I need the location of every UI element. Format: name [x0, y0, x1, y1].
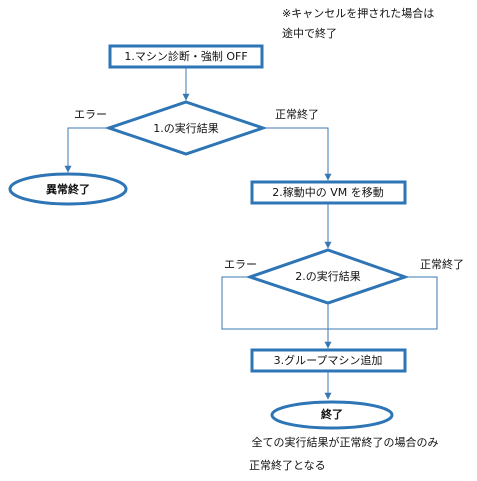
decision1-ok-label: 正常終了 — [275, 108, 319, 121]
connector-decision1-ok — [263, 127, 332, 181]
cancel-note-line1: ※キャンセルを押された場合は — [282, 7, 435, 20]
connector-decision1-error — [64, 127, 109, 173]
decision2-label: 2.の実行結果 — [295, 270, 361, 283]
end-label: 終了 — [321, 408, 343, 421]
cancel-note-line2: 途中で終了 — [282, 27, 337, 40]
footer-note-line2: 正常終了となる — [249, 459, 326, 472]
decision1-error-label: エラー — [74, 108, 107, 121]
step2-label: 2.稼動中の VM を移動 — [272, 186, 384, 199]
abnormal-end-ellipse — [8, 172, 128, 206]
step3-label: 3.グループマシン追加 — [273, 354, 383, 367]
connector-decision2-error — [221, 276, 328, 330]
decision2-error-label: エラー — [224, 258, 257, 271]
step1-label: 1.マシン診断・強制 OFF — [124, 50, 248, 63]
decision2-ok-label: 正常終了 — [420, 258, 464, 271]
abnormal-end-label: 異常終了 — [46, 183, 90, 196]
connector-decision2-ok — [328, 276, 438, 330]
decision1-label: 1.の実行結果 — [153, 122, 219, 135]
decision1-diamond — [104, 100, 268, 156]
footer-note-line1: 全ての実行結果が正常終了の場合のみ — [251, 436, 439, 449]
end-ellipse — [270, 400, 394, 430]
